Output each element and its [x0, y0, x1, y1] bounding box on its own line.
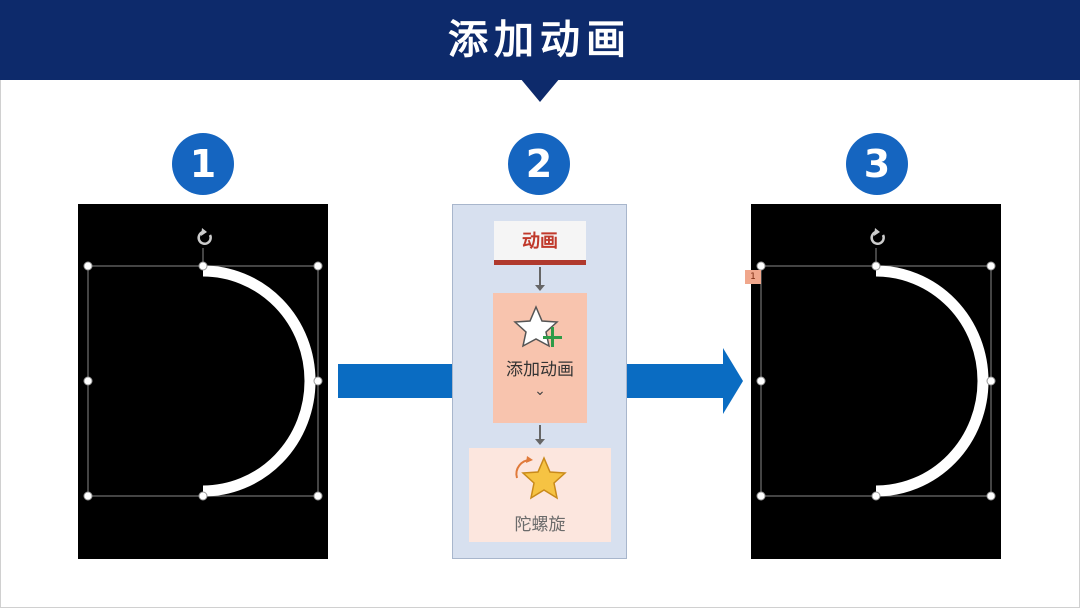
slide-before[interactable] — [78, 204, 328, 559]
flow-connector-2 — [539, 425, 541, 439]
animation-ribbon-panel: 动画 添加动画 ⌄ 陀螺旋 — [452, 204, 627, 559]
flow-arrow-right-shaft — [627, 364, 723, 398]
add-animation-button[interactable]: 添加动画 ⌄ — [493, 293, 587, 423]
flow-connector-1-head — [535, 285, 545, 291]
tab-animation[interactable]: 动画 — [494, 221, 586, 265]
semicircle-arc — [202, 265, 316, 497]
page-title: 添加动画 — [448, 17, 632, 63]
resize-handles[interactable] — [83, 261, 323, 501]
title-banner-pointer — [520, 78, 560, 102]
chevron-down-icon[interactable]: ⌄ — [534, 383, 546, 399]
spin-effect-button[interactable]: 陀螺旋 — [469, 448, 611, 542]
selected-arc-shape[interactable] — [78, 204, 328, 559]
add-animation-label: 添加动画 — [506, 360, 574, 380]
tab-active-underline — [494, 260, 586, 265]
step-2-badge: 2 — [508, 133, 570, 195]
semicircle-arc — [875, 265, 989, 497]
animated-arc-shape[interactable] — [751, 204, 1001, 559]
flow-connector-2-head — [535, 439, 545, 445]
animation-order-tag[interactable]: 1 — [745, 270, 761, 284]
resize-handles[interactable] — [756, 261, 996, 501]
flow-connector-1 — [539, 267, 541, 285]
spin-effect-label: 陀螺旋 — [514, 515, 566, 535]
spinning-star-icon — [515, 456, 567, 500]
step-3-badge: 3 — [846, 133, 908, 195]
step-1-badge: 1 — [172, 133, 234, 195]
rotate-handle-icon[interactable] — [197, 228, 212, 245]
title-banner — [0, 0, 1080, 80]
tab-animation-label: 动画 — [522, 231, 558, 252]
flow-arrow-right-head — [723, 348, 743, 414]
star-plus-icon — [513, 305, 562, 348]
rotate-handle-icon[interactable] — [870, 228, 885, 245]
slide-after[interactable] — [751, 204, 1001, 559]
flow-arrow-left — [338, 364, 452, 398]
